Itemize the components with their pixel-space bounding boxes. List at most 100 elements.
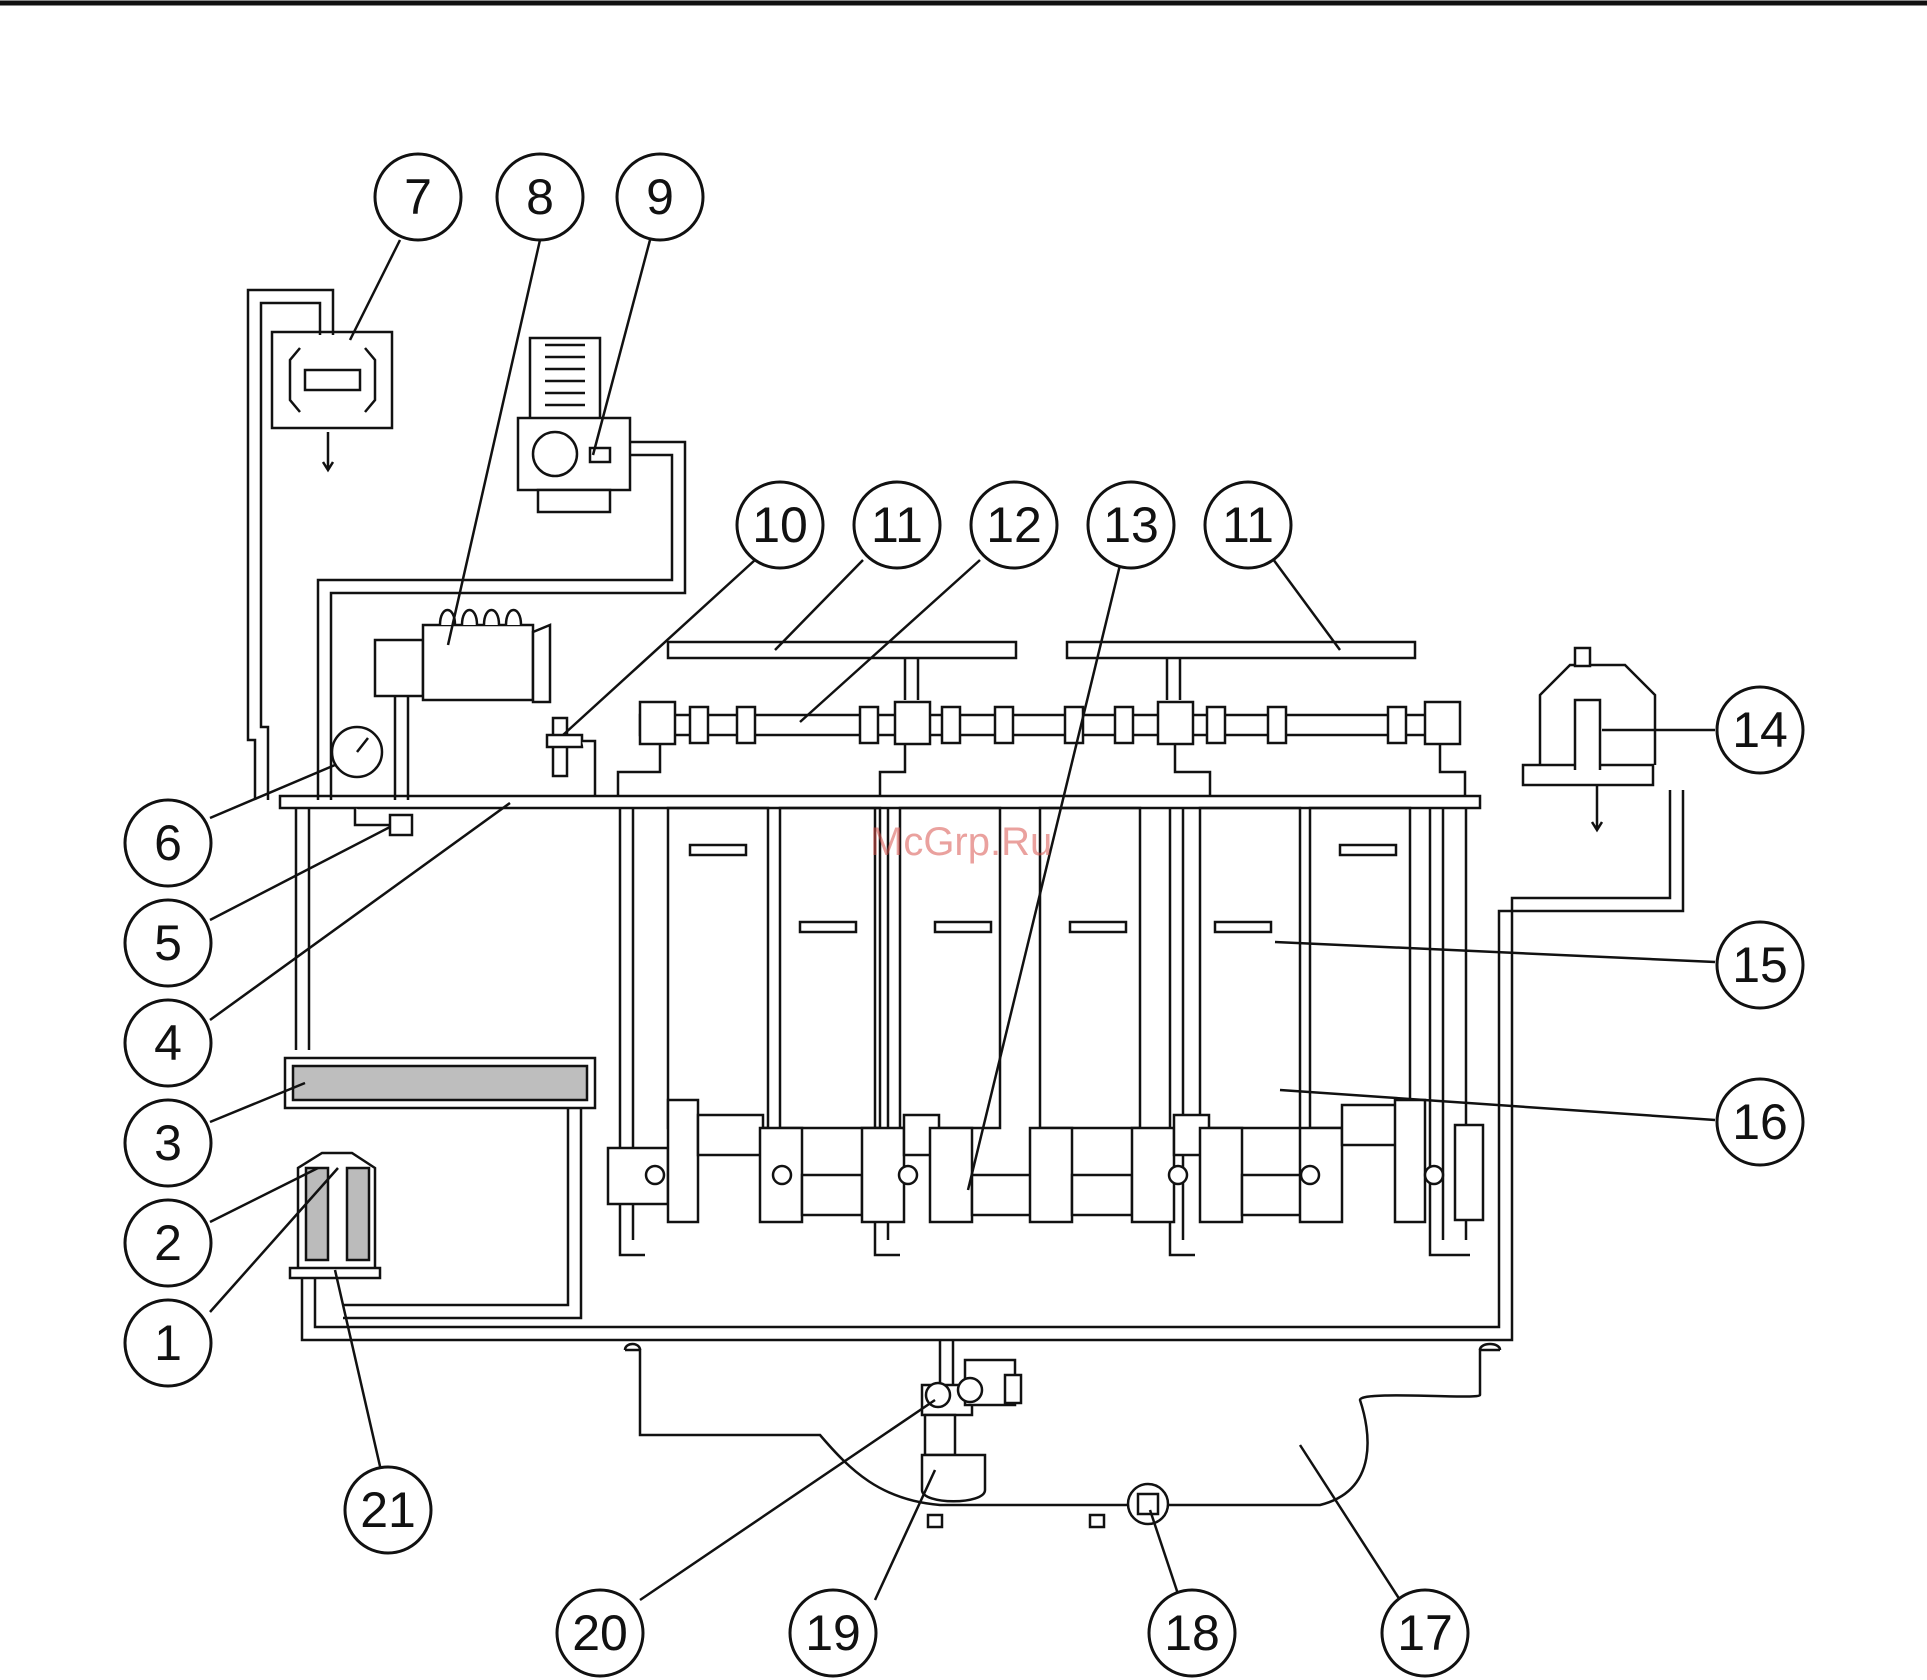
cam-lobe-7 [1113, 705, 1135, 745]
crank-web-6 [1130, 1126, 1176, 1224]
svg-text:10: 10 [752, 497, 808, 553]
cylinder-5 [1198, 806, 1302, 1130]
callout-10: 10 [735, 480, 825, 570]
crank-oil-hole-4 [1167, 1164, 1189, 1186]
camshaft-tube [638, 713, 1457, 737]
oil-pressure-gauge [330, 725, 384, 779]
leader-6 [209, 763, 336, 820]
cam-lobe-9 [1266, 705, 1288, 745]
leader-1 [209, 1167, 339, 1313]
crank-pin-1 [800, 1173, 864, 1217]
crank-pin-4 [1240, 1173, 1304, 1217]
leader-13 [966, 564, 1122, 1191]
leader-10 [562, 559, 756, 736]
callout-3: 3 [123, 1098, 213, 1188]
cam-bearing-2 [893, 700, 932, 746]
cam-lobe-4 [940, 705, 962, 745]
svg-text:19: 19 [805, 1605, 861, 1661]
callout-4: 4 [123, 998, 213, 1088]
oil-line-filter-loop-inner [343, 1100, 583, 1320]
leader-21 [333, 1269, 384, 1476]
cylinder-2 [778, 806, 882, 1130]
oil-line-compressor-feed-inner [329, 440, 687, 800]
leader-3 [209, 1081, 306, 1124]
oil-line-turbo-feed [246, 288, 335, 800]
crank-oil-hole-3 [897, 1164, 919, 1186]
leader-17 [1298, 1444, 1402, 1601]
crank-web-5 [1028, 1126, 1074, 1224]
callouts: 7 8 9 10 11 12 13 11 14 15 16 6 5 4 3 2 … [123, 152, 1805, 1678]
svg-text:12: 12 [986, 497, 1042, 553]
cam-lobe-8 [1205, 705, 1227, 745]
callout-7: 7 [373, 152, 463, 242]
callout-15: 15 [1715, 920, 1805, 1010]
leader-7 [348, 239, 402, 341]
leader-19 [873, 1469, 937, 1601]
oil-pickup-19 [920, 1453, 987, 1503]
callout-17: 17 [1380, 1588, 1470, 1678]
crank-web-7 [1198, 1126, 1244, 1224]
svg-text:13: 13 [1103, 497, 1159, 553]
callout-13: 13 [1086, 480, 1176, 570]
crank-web-9 [1393, 1098, 1427, 1224]
callout-14: 14 [1715, 685, 1805, 775]
crank-oil-hole-2 [771, 1164, 793, 1186]
cam-lobe-2 [735, 705, 757, 745]
svg-text:6: 6 [154, 815, 182, 871]
cam-lobe-1 [688, 705, 710, 745]
crank-pin-3 [1070, 1173, 1134, 1217]
cam-bearing-1 [638, 700, 677, 746]
crank-web-4 [928, 1126, 974, 1224]
cam-bearing-4 [1423, 700, 1462, 746]
rocker-arm-shaft-left [666, 640, 1018, 660]
oil-line-turbo-feed-inner [259, 301, 322, 800]
camshaft-feed-4 [1438, 742, 1467, 796]
callout-20: 20 [555, 1588, 645, 1678]
main-oil-gallery [278, 794, 1482, 810]
air-compressor [516, 336, 632, 514]
cam-bearing-3 [1156, 700, 1195, 746]
callout-5: 5 [123, 898, 213, 988]
svg-text:21: 21 [360, 1482, 416, 1538]
crank-journal-1 [696, 1113, 765, 1157]
bearing-feed-4 [1428, 808, 1470, 1257]
svg-text:11: 11 [871, 497, 923, 553]
svg-text:8: 8 [526, 169, 554, 225]
leader-18 [1148, 1509, 1182, 1601]
rocker-arm-shaft-right [1065, 640, 1417, 660]
oil-pump-gear-alt [956, 1376, 984, 1404]
svg-text:18: 18 [1164, 1605, 1220, 1661]
callout-6: 6 [123, 798, 213, 888]
cam-lobe-3 [858, 705, 880, 745]
callout-11b: 11 [1203, 480, 1293, 570]
watermark: McGrp.Ru [870, 820, 1052, 864]
oil-line-compressor-feed [316, 453, 674, 800]
injection-pump [373, 608, 552, 704]
svg-text:14: 14 [1732, 702, 1788, 758]
cylinder-6 [1308, 806, 1412, 1130]
svg-text:2: 2 [154, 1215, 182, 1271]
crank-web-3 [860, 1126, 906, 1224]
callout-2: 2 [123, 1198, 213, 1288]
oil-lines [246, 288, 1685, 1390]
leader-11a [774, 559, 864, 651]
leader-16 [1279, 1088, 1716, 1122]
svg-text:11: 11 [1222, 497, 1274, 553]
svg-text:9: 9 [646, 169, 674, 225]
centrifugal-filter [1521, 646, 1657, 833]
leader-20 [639, 1398, 936, 1602]
callout-16: 16 [1715, 1077, 1805, 1167]
svg-text:7: 7 [404, 169, 432, 225]
callout-8: 8 [495, 152, 585, 242]
crankshaft-rear-flange [1453, 1123, 1485, 1222]
callout-19: 19 [788, 1588, 878, 1678]
crankshaft [606, 1098, 1485, 1224]
relief-valve [545, 716, 597, 796]
rocker-feed-left [903, 658, 920, 700]
svg-text:3: 3 [154, 1115, 182, 1171]
svg-text:4: 4 [154, 1015, 182, 1071]
oil-line-bottom [300, 790, 1672, 1342]
leader-4 [209, 801, 511, 1022]
cylinder-4 [1038, 806, 1142, 1130]
